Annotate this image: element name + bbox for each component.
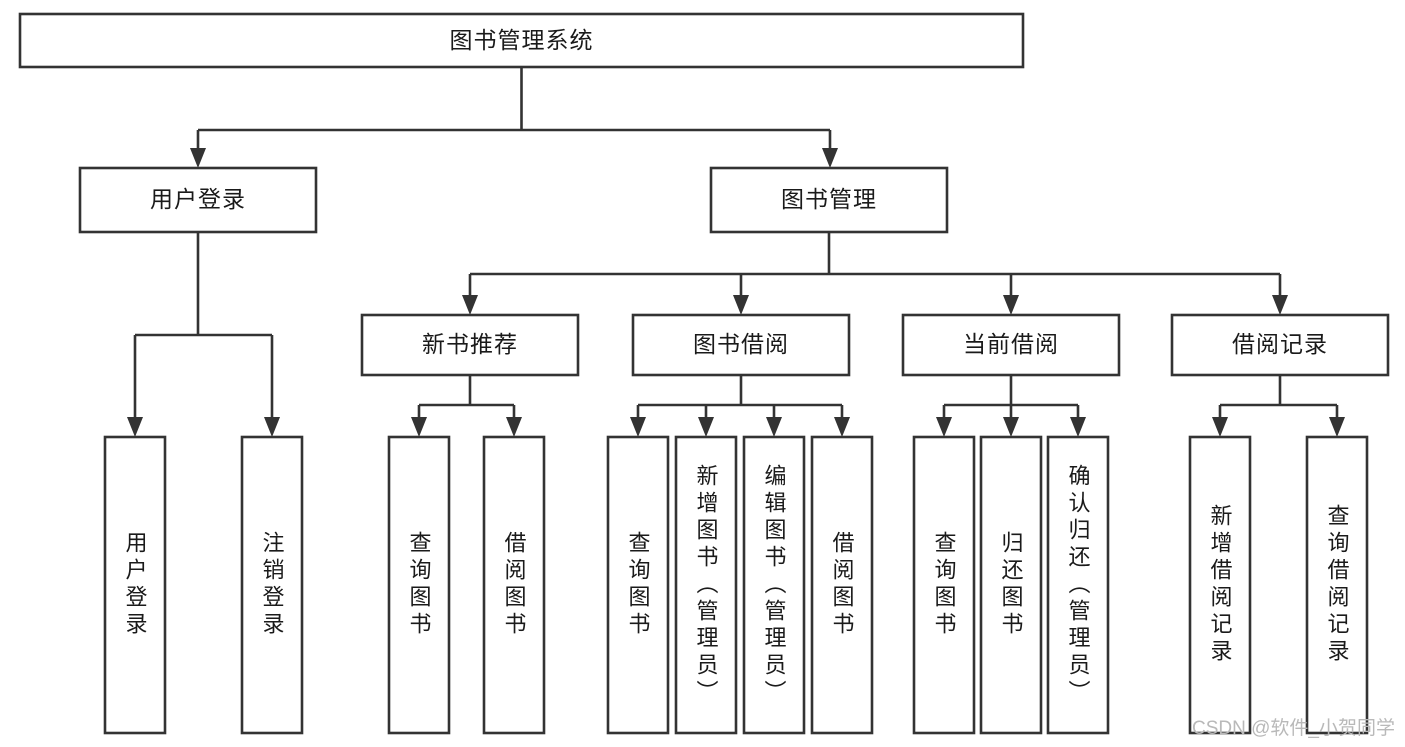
connector-bookmgmt-to-level3 [468,232,1282,303]
arrowhead-leaf9 [936,417,952,437]
arrowhead-newbook [462,295,478,315]
arrowhead-leaf2 [264,417,280,437]
connector-root-to-level2 [196,67,832,156]
arrowhead-leaf3 [411,417,427,437]
arrowhead-login [190,148,206,168]
connector-records-to-leaves [1218,375,1339,425]
arrowhead-leaf11 [1070,417,1086,437]
arrowhead-leaf13 [1329,417,1345,437]
node-box-leaf4[interactable] [482,435,546,735]
node-box-leaf12[interactable] [1188,435,1252,735]
arrowhead-leaf4 [506,417,522,437]
arrowhead-current [1003,295,1019,315]
connector-newbook-to-leaves [417,375,516,425]
node-box-leaf6[interactable] [674,435,738,735]
connector-login-to-leaves [133,232,274,425]
arrowhead-borrow [733,295,749,315]
node-box-leaf13[interactable] [1305,435,1369,735]
node-box-newbook[interactable] [360,313,580,377]
node-box-login[interactable] [78,166,318,234]
node-box-leaf11[interactable] [1046,435,1110,735]
arrowhead-leaf12 [1212,417,1228,437]
node-box-leaf9[interactable] [912,435,976,735]
arrowhead-leaf10 [1003,417,1019,437]
connector-current-to-leaves [942,375,1080,425]
arrowhead-records [1272,295,1288,315]
arrowhead-bookmgmt [822,148,838,168]
node-box-leaf10[interactable] [979,435,1043,735]
node-box-current[interactable] [901,313,1121,377]
node-box-bookmgmt[interactable] [709,166,949,234]
arrowhead-leaf8 [834,417,850,437]
node-box-records[interactable] [1170,313,1390,377]
node-box-leaf3[interactable] [387,435,451,735]
node-box-root[interactable] [18,12,1025,69]
arrowhead-leaf6 [698,417,714,437]
node-box-leaf8[interactable] [810,435,874,735]
node-box-leaf5[interactable] [606,435,670,735]
connector-borrow-to-leaves [636,375,844,425]
arrowhead-leaf7 [766,417,782,437]
arrowhead-leaf1 [127,417,143,437]
arrowhead-leaf5 [630,417,646,437]
node-box-leaf7[interactable] [742,435,806,735]
node-box-leaf1[interactable] [103,435,167,735]
node-box-borrow[interactable] [631,313,851,377]
node-box-leaf2[interactable] [240,435,304,735]
